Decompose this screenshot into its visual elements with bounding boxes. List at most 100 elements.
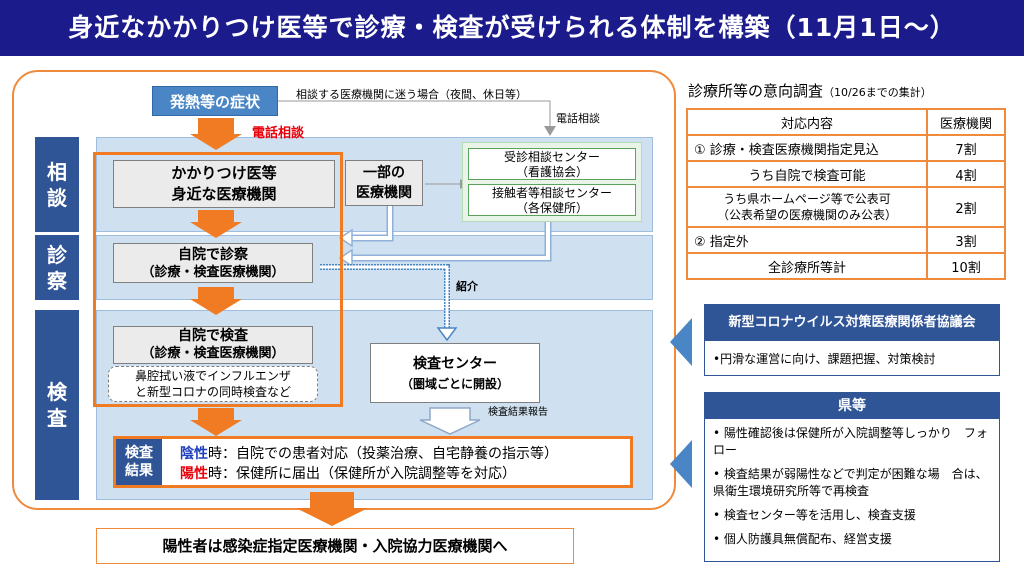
council-heading: 新型コロナウイルス対策医療関係者協議会 xyxy=(705,305,999,341)
final-arrow-head xyxy=(296,508,368,526)
negative-word: 陰性 xyxy=(180,446,208,462)
hesitation-line xyxy=(278,100,551,130)
phone-consult-red: 電話相談 xyxy=(252,126,305,141)
survey-header-row: 対応内容 医療機関 xyxy=(686,108,1006,136)
test-center-line-2: （圏域ごとに開設） xyxy=(400,377,509,391)
consult-center-line-1: 受診相談センター xyxy=(503,150,600,164)
survey-row-label: うち自院で検査可能 xyxy=(686,160,928,188)
survey-row-value: 4割 xyxy=(926,160,1006,188)
survey-row-label: ① 診療・検査医療機関指定見込 xyxy=(686,134,928,162)
test-to-result-arrow-head xyxy=(190,420,242,436)
hesitation-note: 相談する医療機関に迷う場合（夜間、休日等） xyxy=(296,88,527,101)
some-institutions-line-1: 一部の xyxy=(363,165,405,181)
test-label-char-1: 検 xyxy=(47,380,67,404)
survey-row-label: うち県ホームページ等で公表可 （公表希望の医療機関のみ公表） xyxy=(686,186,928,228)
consult-to-exam-arrow-head xyxy=(190,222,242,238)
prefecture-box: 県等 • 陽性確認後は保健所が入院調整等しっかり フォロー • 検査結果が弱陽性… xyxy=(704,392,1000,562)
self-exam-line-2: （診療・検査医療機関） xyxy=(141,265,285,280)
page-title: 身近なかかりつけ医等で診療・検査が受けられる体制を構築（11月1日〜） xyxy=(0,0,1024,56)
survey-row-value: 7割 xyxy=(926,134,1006,162)
consult-center-line-2: （看護協会） xyxy=(515,165,588,179)
swab-note-line-1: 鼻腔拭い液でインフルエンザ xyxy=(135,369,291,383)
referral-label: 紹介 xyxy=(456,280,478,293)
negative-result-line: 陰性時：自院での患者対応（投薬治療、自宅静養の指示等） xyxy=(180,443,558,463)
fever-symptom-chip: 発熱等の症状 xyxy=(152,86,278,116)
positive-result-line: 陽性時：保健所に届出（保健所が入院調整等を対応） xyxy=(180,463,516,483)
fever-arrow-head xyxy=(190,134,242,150)
fever-arrow-stem xyxy=(198,118,234,134)
final-arrow-stem xyxy=(310,492,354,508)
survey-table: 対応内容 医療機関 ① 診療・検査医療機関指定見込 7割 うち自院で検査可能 4… xyxy=(686,108,1006,280)
survey-col-institutions: 医療機関 xyxy=(926,108,1006,136)
prefecture-item: • 個人防護具無償配布、経営支援 xyxy=(713,532,892,546)
council-item: •円滑な運営に向け、課題把握、対策検討 xyxy=(713,352,936,366)
consult-center-box: 受診相談センター （看護協会） xyxy=(468,148,636,180)
prefecture-left-arrow xyxy=(670,440,692,488)
test-result-box xyxy=(113,436,633,488)
center-to-exam-arrow-inner xyxy=(352,220,550,260)
center-to-exam-arrowhead xyxy=(338,248,353,268)
self-test-box: 自院で検査 （診療・検査医療機関） xyxy=(113,326,313,364)
hesitation-arrowhead xyxy=(544,126,556,136)
survey-row-value: 10割 xyxy=(926,252,1006,280)
inst-to-exam-arrow-inner xyxy=(352,206,392,240)
swab-note-box: 鼻腔拭い液でインフルエンザ と新型コロナの同時検査など xyxy=(108,366,318,402)
exam-to-test-arrow-head xyxy=(190,299,242,315)
contact-center-box: 接触者等相談センター （各保健所） xyxy=(468,184,636,216)
final-destination-box: 陽性者は感染症指定医療機関・入院協力医療機関へ xyxy=(96,528,574,564)
report-arrow xyxy=(419,407,481,435)
survey-row-label: 全診療所等計 xyxy=(686,252,928,280)
self-test-line-1: 自院で検査 xyxy=(178,328,248,344)
survey-heading-main: 診療所等の意向調査 xyxy=(688,82,824,100)
test-result-label-line-2: 結果 xyxy=(125,463,153,479)
prefecture-item: • 検査結果が弱陽性などで判定が困難な場 合は、県衛生環境研究所等で再検査 xyxy=(713,467,988,498)
test-center-box: 検査センター （圏域ごとに開設） xyxy=(370,343,540,403)
contact-center-line-2: （各保健所） xyxy=(515,201,588,215)
consult-label: 相 談 xyxy=(35,137,79,232)
consult-label-char-2: 談 xyxy=(47,185,67,210)
prefecture-item: • 検査センター等を活用し、検査支援 xyxy=(713,508,916,522)
test-label: 検 査 xyxy=(35,310,79,500)
exam-label-char-2: 察 xyxy=(47,268,67,293)
survey-row-label: ② 指定外 xyxy=(686,226,928,254)
swab-note-line-2: と新型コロナの同時検査など xyxy=(134,385,291,399)
kakaritsuke-box: かかりつけ医等 身近な医療機関 xyxy=(113,160,335,208)
survey-row: 全診療所等計 10割 xyxy=(686,252,1006,280)
kakaritsuke-line-1: かかりつけ医等 xyxy=(171,164,277,182)
prefecture-item: • 陽性確認後は保健所が入院調整等しっかり フォロー xyxy=(713,426,988,457)
test-result-label: 検査 結果 xyxy=(116,439,162,485)
council-box: 新型コロナウイルス対策医療関係者協議会 •円滑な運営に向け、課題把握、対策検討 xyxy=(704,304,1000,376)
prefecture-heading: 県等 xyxy=(705,393,999,419)
phone-consult-label: 電話相談 xyxy=(556,112,600,125)
inst-to-exam-arrow-outer xyxy=(352,206,394,242)
test-to-result-arrow-stem xyxy=(198,408,234,420)
survey-row: ② 指定外 3割 xyxy=(686,226,1006,254)
survey-row-value: 3割 xyxy=(926,226,1006,254)
exam-label-char-1: 診 xyxy=(47,242,67,267)
consult-to-exam-arrow-stem xyxy=(198,210,234,222)
self-exam-box: 自院で診察 （診療・検査医療機関） xyxy=(113,243,313,283)
survey-row: うち県ホームページ等で公表可 （公表希望の医療機関のみ公表） 2割 xyxy=(686,186,1006,228)
consult-label-char-1: 相 xyxy=(47,159,67,184)
survey-heading-note: （10/26までの集計） xyxy=(823,86,932,99)
inst-to-exam-arrowhead xyxy=(338,228,353,248)
survey-row: ① 診療・検査医療機関指定見込 7割 xyxy=(686,134,1006,162)
some-institutions-line-2: 医療機関 xyxy=(356,185,412,201)
self-exam-line-1: 自院で診察 xyxy=(178,247,248,263)
referral-arrowhead xyxy=(436,327,458,342)
council-left-arrow xyxy=(670,318,692,366)
survey-row-value: 2割 xyxy=(926,186,1006,228)
exam-to-test-arrow-stem xyxy=(198,287,234,299)
prefecture-list: • 陽性確認後は保健所が入院調整等しっかり フォロー • 検査結果が弱陽性などで… xyxy=(705,419,999,561)
survey-col-content: 対応内容 xyxy=(686,108,928,136)
survey-row: うち自院で検査可能 4割 xyxy=(686,160,1006,188)
negative-rest: 時：自院での患者対応（投薬治療、自宅静養の指示等） xyxy=(208,446,558,462)
exam-label: 診 察 xyxy=(35,235,79,300)
self-test-line-2: （診療・検査医療機関） xyxy=(141,346,285,361)
referral-arrow-inner xyxy=(320,265,449,330)
test-report-label: 検査結果報告 xyxy=(488,407,548,418)
positive-rest: 時：保健所に届出（保健所が入院調整等を対応） xyxy=(208,466,516,482)
test-result-label-line-1: 検査 xyxy=(125,445,153,461)
positive-word: 陽性 xyxy=(180,466,208,482)
